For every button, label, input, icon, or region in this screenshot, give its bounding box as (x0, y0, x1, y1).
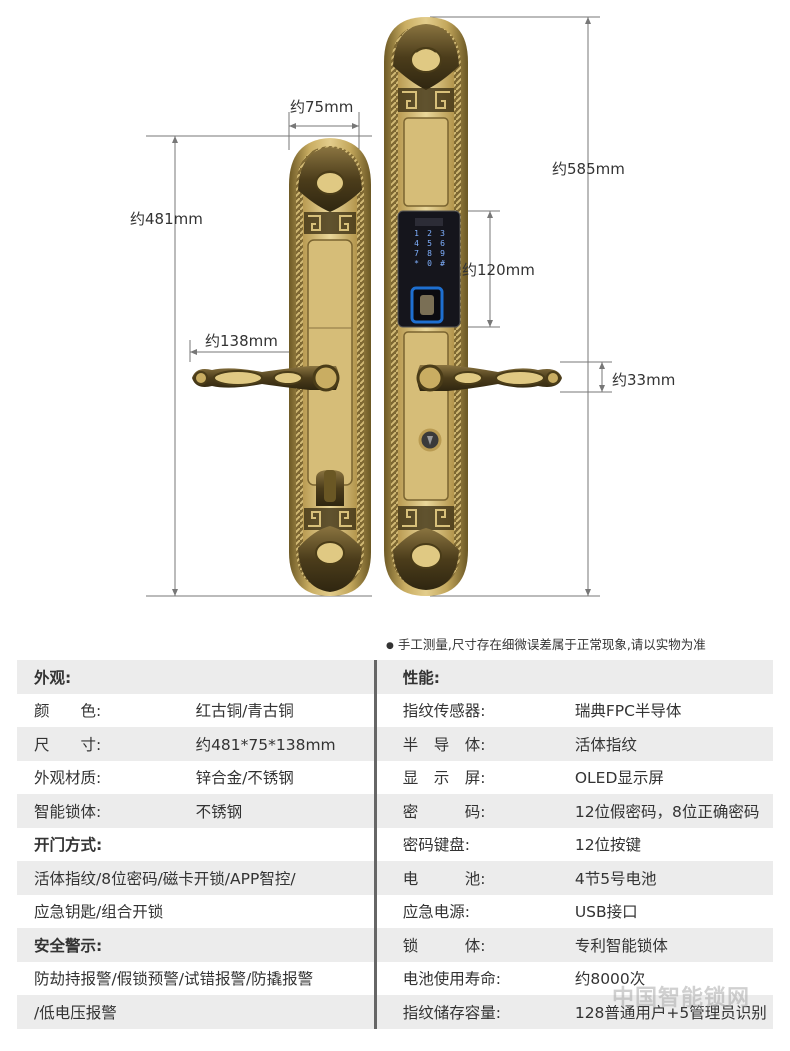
table-row: 外观材质: 锌合金/不锈钢 显 示 屏: OLED显示屏 (17, 760, 773, 794)
inner-handle (192, 364, 340, 392)
spec-key: 应急电源: (402, 903, 470, 922)
spec-value: 活体指纹 (574, 727, 773, 761)
keypad-key: 8 (427, 249, 432, 258)
spec-key: 颜 色: (34, 702, 102, 721)
watermark: 中国智能锁网 (612, 986, 751, 1011)
table-row: 安全警示: 锁 体: 专利智能锁体 (17, 928, 773, 962)
spec-value: 约481*75*138mm (195, 727, 375, 761)
spec-value: 128普通用户+5管理员识别 (574, 995, 773, 1029)
dimension-height-left-label: 约481mm (130, 210, 203, 228)
safety-line: 防劫持报警/假锁预警/试错报警/防撬报警 (34, 970, 314, 989)
keypad-key: 0 (427, 259, 432, 268)
spec-key: 尺 寸: (17, 727, 196, 761)
spec-value: 12位假密码，8位正确密码 (574, 794, 773, 828)
spec-key: 锁 体: (376, 928, 575, 962)
spec-value: 红古铜/青古铜 (195, 702, 294, 721)
outer-lock-panel (384, 17, 468, 596)
table-row: /低电压报警 指纹储存容量: 128普通用户+5管理员识别 (17, 995, 773, 1029)
dimension-height-right-label: 约585mm (552, 160, 625, 178)
dimension-handle-length-label: 约138mm (205, 332, 278, 350)
spec-value: 12位按键 (574, 836, 642, 855)
spec-table: 外观: 性能: 颜 色: 红古铜/青古铜 指纹传感器: 瑞典FPC半导体 尺 寸… (17, 660, 773, 1029)
spec-key: 电池使用寿命: (402, 970, 501, 989)
dimension-width-label: 约75mm (290, 98, 354, 116)
spec-key: 外观材质: (34, 769, 102, 788)
measurement-note: 手工测量,尺寸存在细微误差属于正常现象,请以实物为准 (386, 634, 706, 653)
spec-value: 锌合金/不锈钢 (195, 769, 294, 788)
keypad-key: # (440, 259, 445, 268)
open-method-header: 开门方式: (34, 836, 103, 855)
keypad-digits: 1 2 3 4 5 6 7 8 9 * 0 # (410, 229, 450, 268)
dimension-keypad-label: 约120mm (462, 261, 535, 279)
spec-value: USB接口 (574, 903, 638, 922)
open-method-line: 应急钥匙/组合开锁 (34, 903, 164, 922)
safety-line: /低电压报警 (17, 995, 375, 1029)
spec-value: OLED显示屏 (574, 769, 664, 788)
spec-value: 专利智能锁体 (574, 928, 773, 962)
lock-illustration (146, 16, 612, 597)
spec-key: 电 池: (376, 861, 575, 895)
table-row: 颜 色: 红古铜/青古铜 指纹传感器: 瑞典FPC半导体 (17, 693, 773, 727)
table-row: 活体指纹/8位密码/磁卡开锁/APP智控/ 电 池: 4节5号电池 (17, 861, 773, 895)
spec-value: 瑞典FPC半导体 (574, 702, 682, 721)
spec-key: 指纹传感器: (402, 702, 486, 721)
table-row: 智能锁体: 不锈钢 密 码: 12位假密码，8位正确密码 (17, 794, 773, 828)
open-method-line: 活体指纹/8位密码/磁卡开锁/APP智控/ (17, 861, 375, 895)
keypad-key: 7 (414, 249, 419, 258)
spec-key: 密码键盘: (402, 836, 470, 855)
keypad-key: 5 (427, 239, 432, 248)
safety-header: 安全警示: (17, 928, 375, 962)
outer-handle (416, 364, 562, 392)
spec-key: 智能锁体: (17, 794, 196, 828)
table-row: 开门方式: 密码键盘: 12位按键 (17, 827, 773, 861)
table-row: 防劫持报警/假锁预警/试错报警/防撬报警 电池使用寿命: 约8000次 (17, 961, 773, 995)
keypad-key: 9 (440, 249, 445, 258)
table-row: 外观: 性能: (17, 660, 773, 694)
appearance-header: 外观: (17, 660, 375, 694)
spec-key: 密 码: (376, 794, 575, 828)
dimension-arrows (172, 17, 605, 596)
dimension-lines (146, 16, 612, 597)
spec-key: 半 导 体: (376, 727, 575, 761)
keypad-key: 6 (440, 239, 445, 248)
keypad-key: 4 (414, 239, 419, 248)
spec-value: 不锈钢 (195, 794, 375, 828)
keypad-key: 2 (427, 229, 432, 238)
spec-value: 4节5号电池 (574, 861, 773, 895)
keypad-key: 1 (414, 229, 419, 238)
spec-key: 指纹储存容量: (376, 995, 575, 1029)
performance-header: 性能: (376, 660, 773, 694)
keypad-key: 3 (440, 229, 445, 238)
spec-value: 约8000次 (574, 970, 646, 989)
table-row: 尺 寸: 约481*75*138mm 半 导 体: 活体指纹 (17, 727, 773, 761)
keypad-key: * (414, 259, 419, 268)
table-row: 应急钥匙/组合开锁 应急电源: USB接口 (17, 894, 773, 928)
dimension-handle-width-label: 约33mm (612, 371, 676, 389)
spec-key: 显 示 屏: (402, 769, 486, 788)
